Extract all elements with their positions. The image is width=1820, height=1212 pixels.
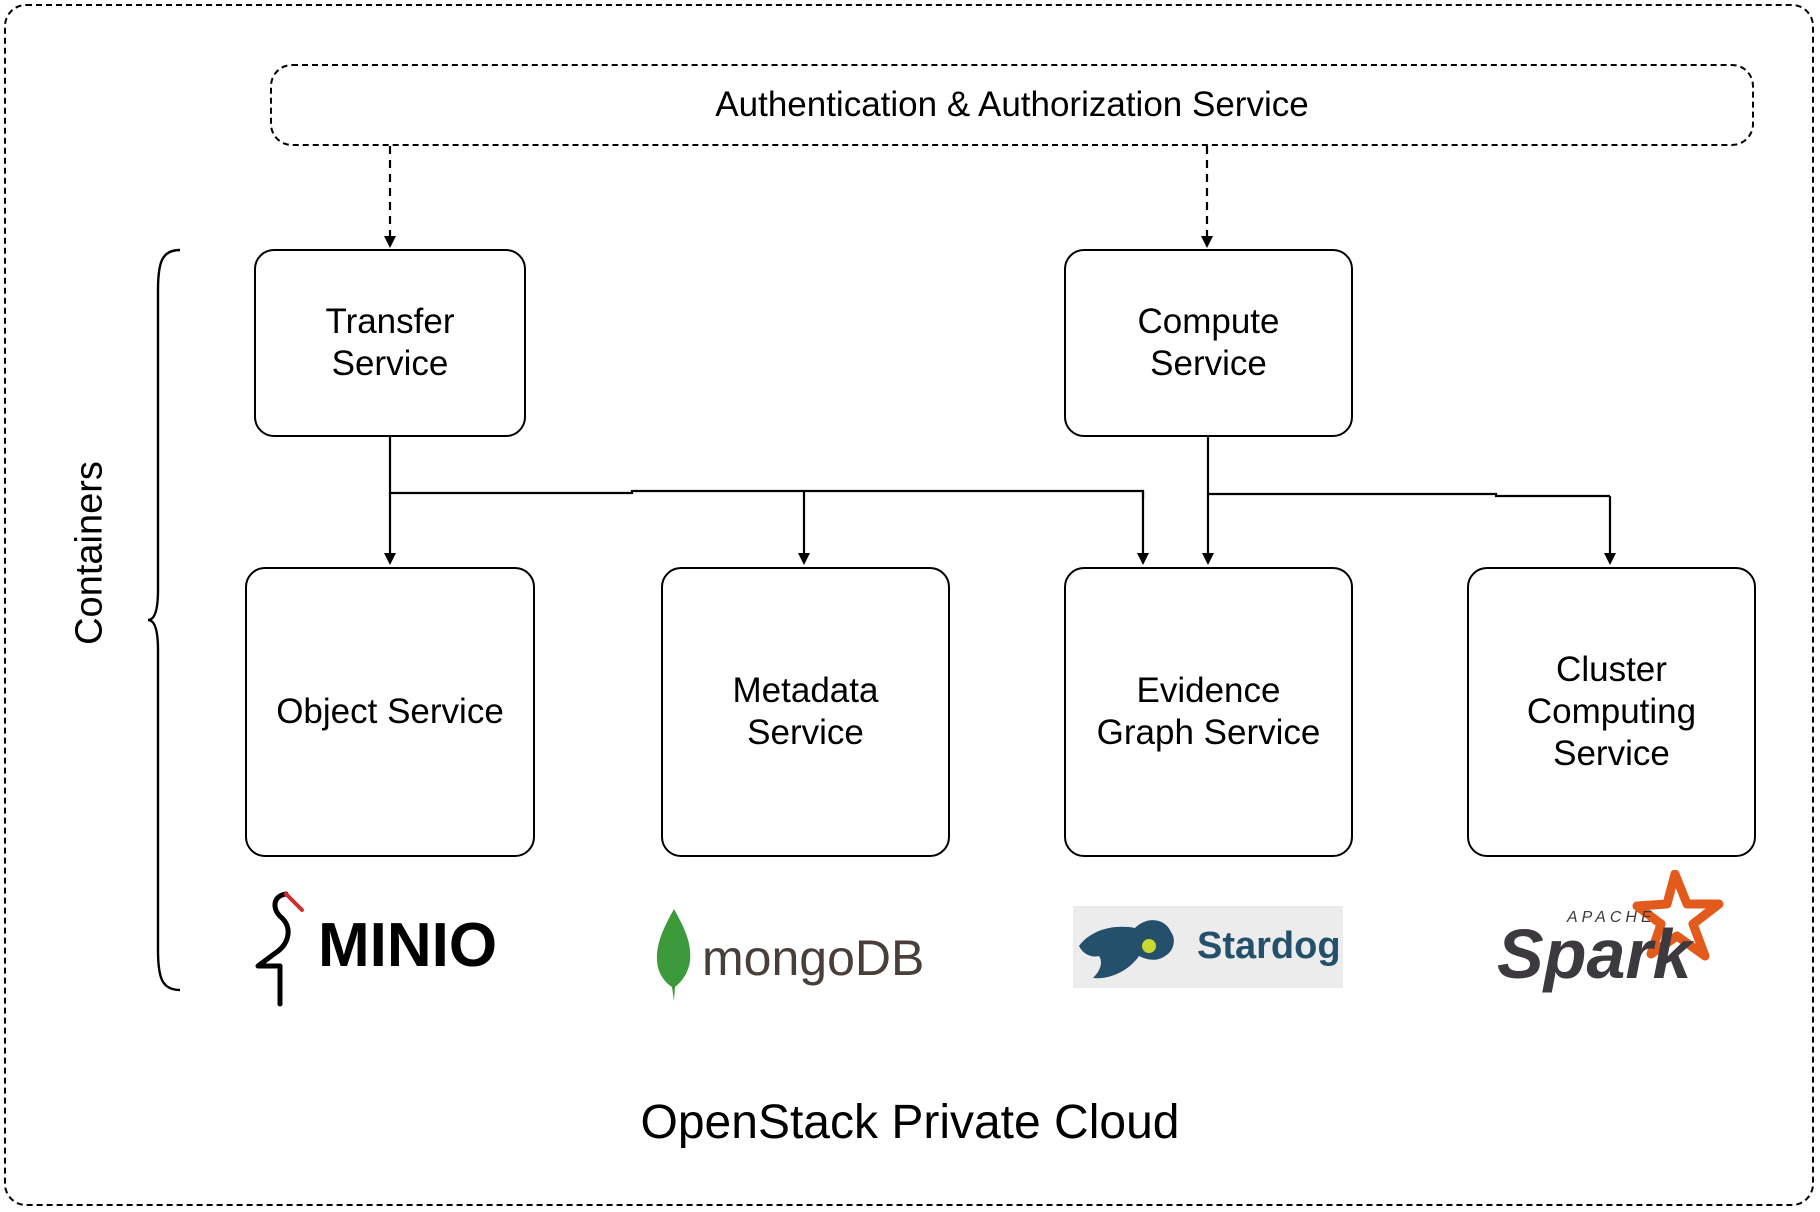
evidence-graph-service-label: Evidence Graph Service [1096,671,1321,752]
mongodb-leaf-icon [656,909,691,1001]
spark-wordmark: Spark [1497,915,1695,993]
containers-label: Containers [68,461,111,645]
metadata-service-label: Metadata Service [732,671,879,752]
minio-bird-icon [255,891,291,1007]
mongodb-wordmark: mongoDB [702,930,924,986]
cluster-computing-service-label: Cluster Computing Service [1526,650,1697,773]
compute-service-box: Compute Service [1064,249,1353,437]
object-service-box: Object Service [245,567,535,857]
cluster-computing-service-box: Cluster Computing Service [1467,567,1756,857]
compute-service-label: Compute Service [1137,302,1280,383]
containers-brace [147,248,181,992]
evidence-graph-service-box: Evidence Graph Service [1064,567,1353,857]
object-service-label: Object Service [276,692,504,731]
spark-apache-label: APACHE [1566,909,1656,926]
stardog-logo: Stardog [1073,906,1343,988]
compute-connector [1206,436,1610,498]
metadata-service-box: Metadata Service [661,567,950,857]
spark-star-icon [1632,870,1724,961]
stardog-wordmark: Stardog [1197,925,1341,967]
openstack-private-cloud-title: OpenStack Private Cloud [640,1096,1180,1149]
minio-logo: MINIO [255,891,497,1007]
mongodb-logo: mongoDB [656,909,924,1001]
auth-service-box: Authentication & Authorization Service [270,64,1754,146]
minio-wordmark: MINIO [318,911,497,980]
openstack-cloud-boundary [4,4,1814,1206]
transfer-connector [388,436,1145,498]
stardog-dog-icon [1079,920,1174,979]
auth-service-label: Authentication & Authorization Service [715,85,1309,124]
transfer-service-box: Transfer Service [254,249,526,437]
spark-logo: APACHE Spark [1497,870,1724,993]
transfer-service-label: Transfer Service [325,302,455,383]
